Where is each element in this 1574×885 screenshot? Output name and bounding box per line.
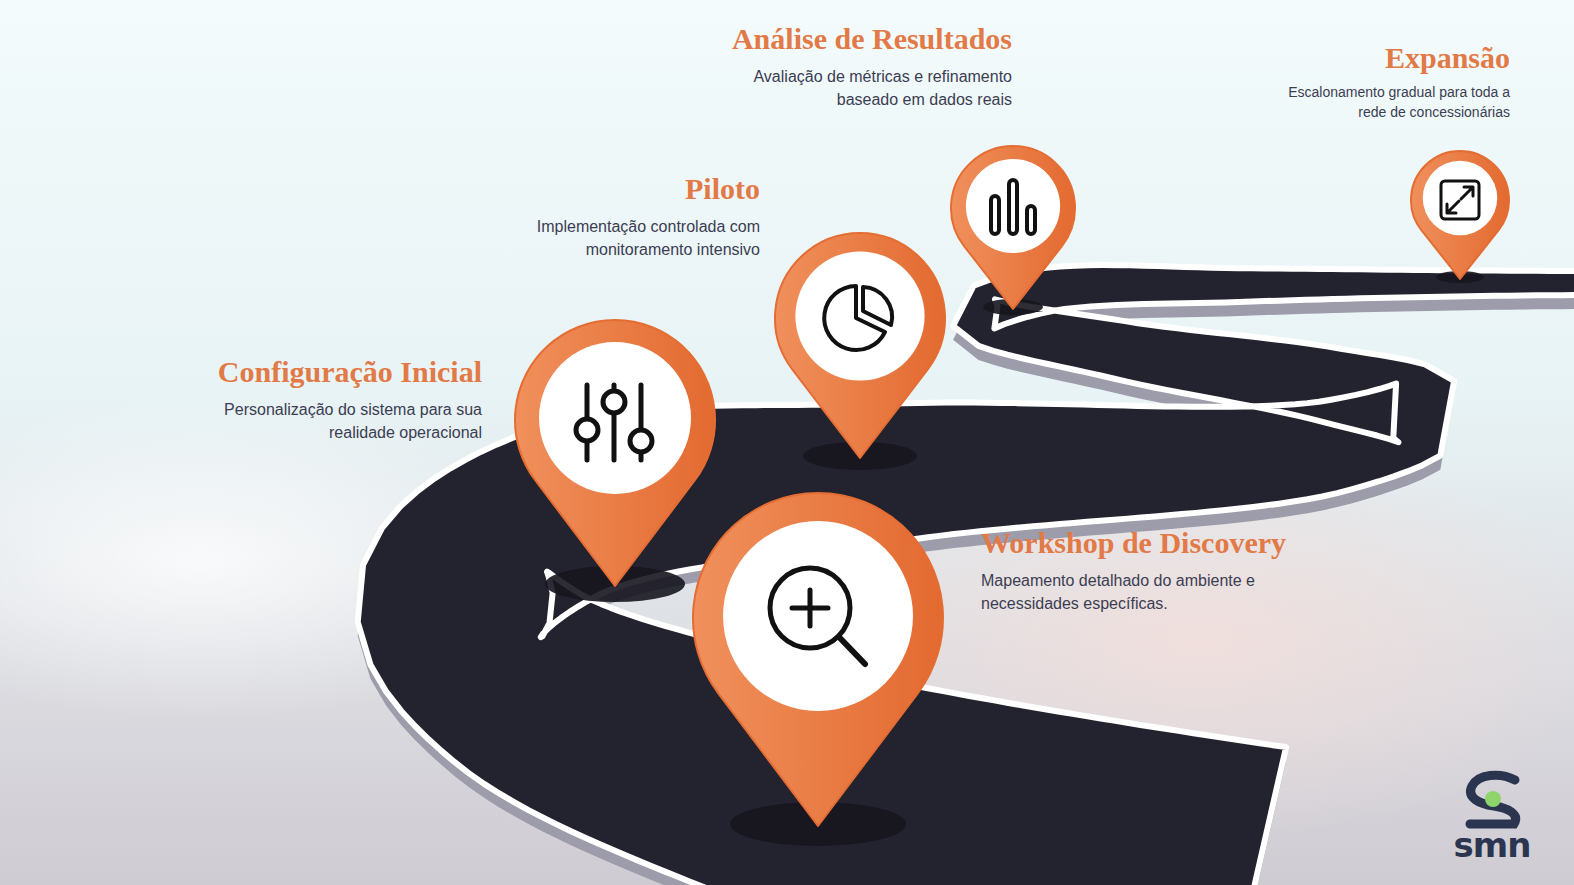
- milestone-description: Implementação controlada com monitoramen…: [490, 215, 760, 261]
- milestone-description: Personalização do sistema para sua reali…: [182, 398, 482, 444]
- milestone-title: Análise de Resultados: [702, 22, 1012, 57]
- milestone-label: Configuração InicialPersonalização do si…: [182, 355, 482, 444]
- pin-face: [1423, 161, 1497, 235]
- magnifier-icon: [770, 568, 865, 664]
- map-pin: [515, 320, 715, 586]
- milestone-label: Workshop de DiscoveryMapeamento detalhad…: [981, 526, 1321, 615]
- pin-face: [795, 251, 924, 380]
- sliders-icon: [576, 385, 652, 460]
- logo-mark: [1470, 775, 1516, 824]
- milestone-title: Piloto: [490, 172, 760, 207]
- milestone-description: Mapeamento detalhado do ambiente e neces…: [981, 569, 1321, 615]
- milestone-label: Análise de ResultadosAvaliação de métric…: [702, 22, 1012, 111]
- milestone-description: Escalonamento gradual para toda a rede d…: [1280, 82, 1510, 123]
- milestone-title: Workshop de Discovery: [981, 526, 1321, 561]
- pin-face: [966, 159, 1060, 253]
- milestone-label: ExpansãoEscalonamento gradual para toda …: [1280, 41, 1510, 122]
- bar-chart-icon: [991, 180, 1035, 234]
- milestone-title: Configuração Inicial: [182, 355, 482, 390]
- road-surface: [358, 265, 1574, 885]
- map-pin: [693, 493, 943, 826]
- milestone-description: Avaliação de métricas e refinamento base…: [702, 65, 1012, 111]
- pin-face: [539, 342, 691, 494]
- map-pin: [1411, 151, 1509, 279]
- milestone-title: Expansão: [1280, 41, 1510, 76]
- road: [358, 265, 1574, 885]
- pie-chart-icon: [824, 286, 892, 350]
- pin-face: [723, 521, 913, 711]
- map-pin: [951, 146, 1075, 309]
- expand-icon: [1441, 181, 1479, 219]
- map-pin: [775, 233, 945, 458]
- milestone-label: PilotoImplementação controlada com monit…: [490, 172, 760, 261]
- logo-text: smn: [1454, 828, 1531, 862]
